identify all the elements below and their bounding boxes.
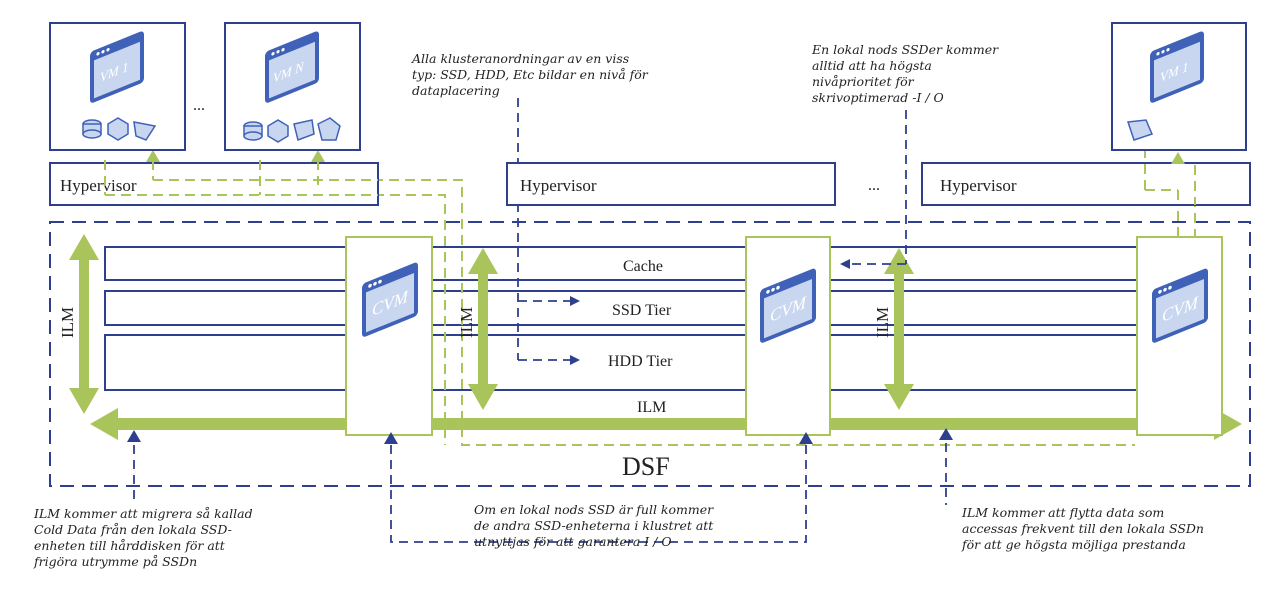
vm-node-1: VM 1	[49, 22, 186, 151]
note-local-ssd-line-3: nivåprioritet för	[812, 74, 915, 89]
note-tier-definition: Alla klusteranordningar av en viss typ: …	[411, 51, 649, 98]
note-ssd-full: Om en lokal nods SSD är full kommer de a…	[474, 502, 714, 549]
hypervisor-3: Hypervisor	[921, 162, 1251, 206]
tier-bars	[104, 246, 1138, 391]
ilm-vertical-label-2: ILM	[457, 307, 476, 338]
note-cold-data-line-2: Cold Data från den lokala SSD-	[34, 522, 232, 537]
note-ilm-cold-data: ILM kommer att migrera så kallad Cold Da…	[33, 506, 253, 569]
cache-tier-bar	[104, 246, 1138, 281]
hypervisor-label-3: Hypervisor	[940, 176, 1017, 195]
hypervisor-ellipsis: ...	[868, 177, 880, 194]
note-local-ssd-line-2: alltid att ha högsta	[812, 58, 932, 73]
note-hot-data-line-3: för att ge högsta möjliga prestanda	[961, 537, 1186, 552]
hypervisor-label-1: Hypervisor	[60, 176, 137, 195]
green-up-arrow-2	[311, 150, 325, 162]
ilm-horizontal-label: ILM	[637, 399, 666, 416]
ssd-tier-bar	[104, 290, 1138, 326]
vm-node-3: VM 1	[1111, 22, 1247, 151]
note-hot-data-line-1: ILM kommer att flytta data som	[961, 505, 1164, 520]
hypervisor-2: Hypervisor	[506, 162, 836, 206]
cvm-box-3: CVM	[1136, 236, 1223, 436]
cvm-box-1: CVM	[345, 236, 433, 436]
ilm-arrows	[69, 234, 1242, 440]
note-tier-definition-line-3: dataplacering	[412, 83, 500, 98]
cache-tier-label: Cache	[623, 258, 663, 275]
note-ssd-full-line-1: Om en lokal nods SSD är full kommer	[474, 502, 714, 517]
navy-callout-arrowheads	[127, 428, 953, 444]
vm-ellipsis: ...	[193, 97, 205, 114]
dsf-label: DSF	[622, 452, 670, 481]
navy-callout-lines	[133, 98, 947, 543]
note-hot-data-line-2: accessas frekvent till den lokala SSDn	[962, 521, 1204, 536]
note-cold-data-line-4: frigöra utrymme på SSDn	[33, 554, 197, 569]
vdisk-icons-3	[1126, 119, 1154, 141]
ilm-horizontal-arrow	[90, 408, 1242, 440]
vm-node-2: VM N	[224, 22, 361, 151]
ilm-vertical-arrow-1	[69, 234, 99, 414]
hdd-tier-bar	[104, 334, 1138, 391]
cvm-box-2: CVM	[745, 236, 831, 436]
note-ssd-full-line-3: utnyttjas för att garantera I / O	[474, 534, 672, 549]
ilm-vertical-label-1: ILM	[58, 307, 77, 338]
green-up-arrow-3	[1171, 152, 1185, 164]
dsf-boundary	[49, 221, 1251, 487]
hypervisor-1: Hypervisor	[49, 162, 379, 206]
note-ssd-full-line-2: de andra SSD-enheterna i klustret att	[474, 518, 714, 533]
ssd-tier-label: SSD Tier	[612, 302, 672, 319]
vdisk-icons-2	[243, 117, 341, 143]
vdisk-icons-1	[82, 117, 157, 141]
green-up-arrow-1	[146, 150, 160, 162]
note-tier-definition-line-1: Alla klusteranordningar av en viss	[411, 51, 629, 66]
ilm-vertical-arrow-2	[468, 248, 498, 410]
hdd-tier-label: HDD Tier	[608, 353, 673, 370]
ilm-vertical-label-3: ILM	[873, 307, 892, 338]
note-local-ssd-priority: En lokal nods SSDer kommer alltid att ha…	[811, 42, 999, 105]
green-paths-over-hypervisor	[104, 148, 1196, 205]
note-local-ssd-line-1: En lokal nods SSDer kommer	[811, 42, 999, 57]
note-tier-definition-line-2: typ: SSD, HDD, Etc bildar en nivå för	[412, 67, 649, 82]
note-cold-data-line-3: enheten till hårddisken för att	[34, 538, 226, 553]
hypervisor-label-2: Hypervisor	[520, 176, 597, 195]
note-ilm-hot-data: ILM kommer att flytta data som accessas …	[961, 505, 1204, 552]
note-local-ssd-line-4: skrivoptimerad -I / O	[812, 90, 944, 105]
ilm-vertical-arrow-3	[884, 248, 914, 410]
note-cold-data-line-1: ILM kommer att migrera så kallad	[33, 506, 253, 521]
